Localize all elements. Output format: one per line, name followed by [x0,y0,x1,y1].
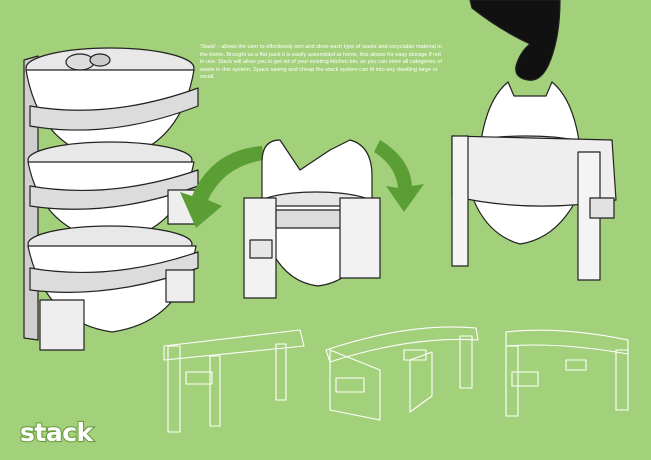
stacked-bins-illustration [23,47,199,351]
assembled-bin-illustration [243,139,381,299]
flat-pack-outlines [163,326,629,433]
hand-lifting-bag [451,0,617,281]
product-description: 'Stack' - allows the user to effortlessl… [200,44,442,81]
brand-logo-text: stack [19,417,94,448]
rotate-arrows [180,140,424,228]
